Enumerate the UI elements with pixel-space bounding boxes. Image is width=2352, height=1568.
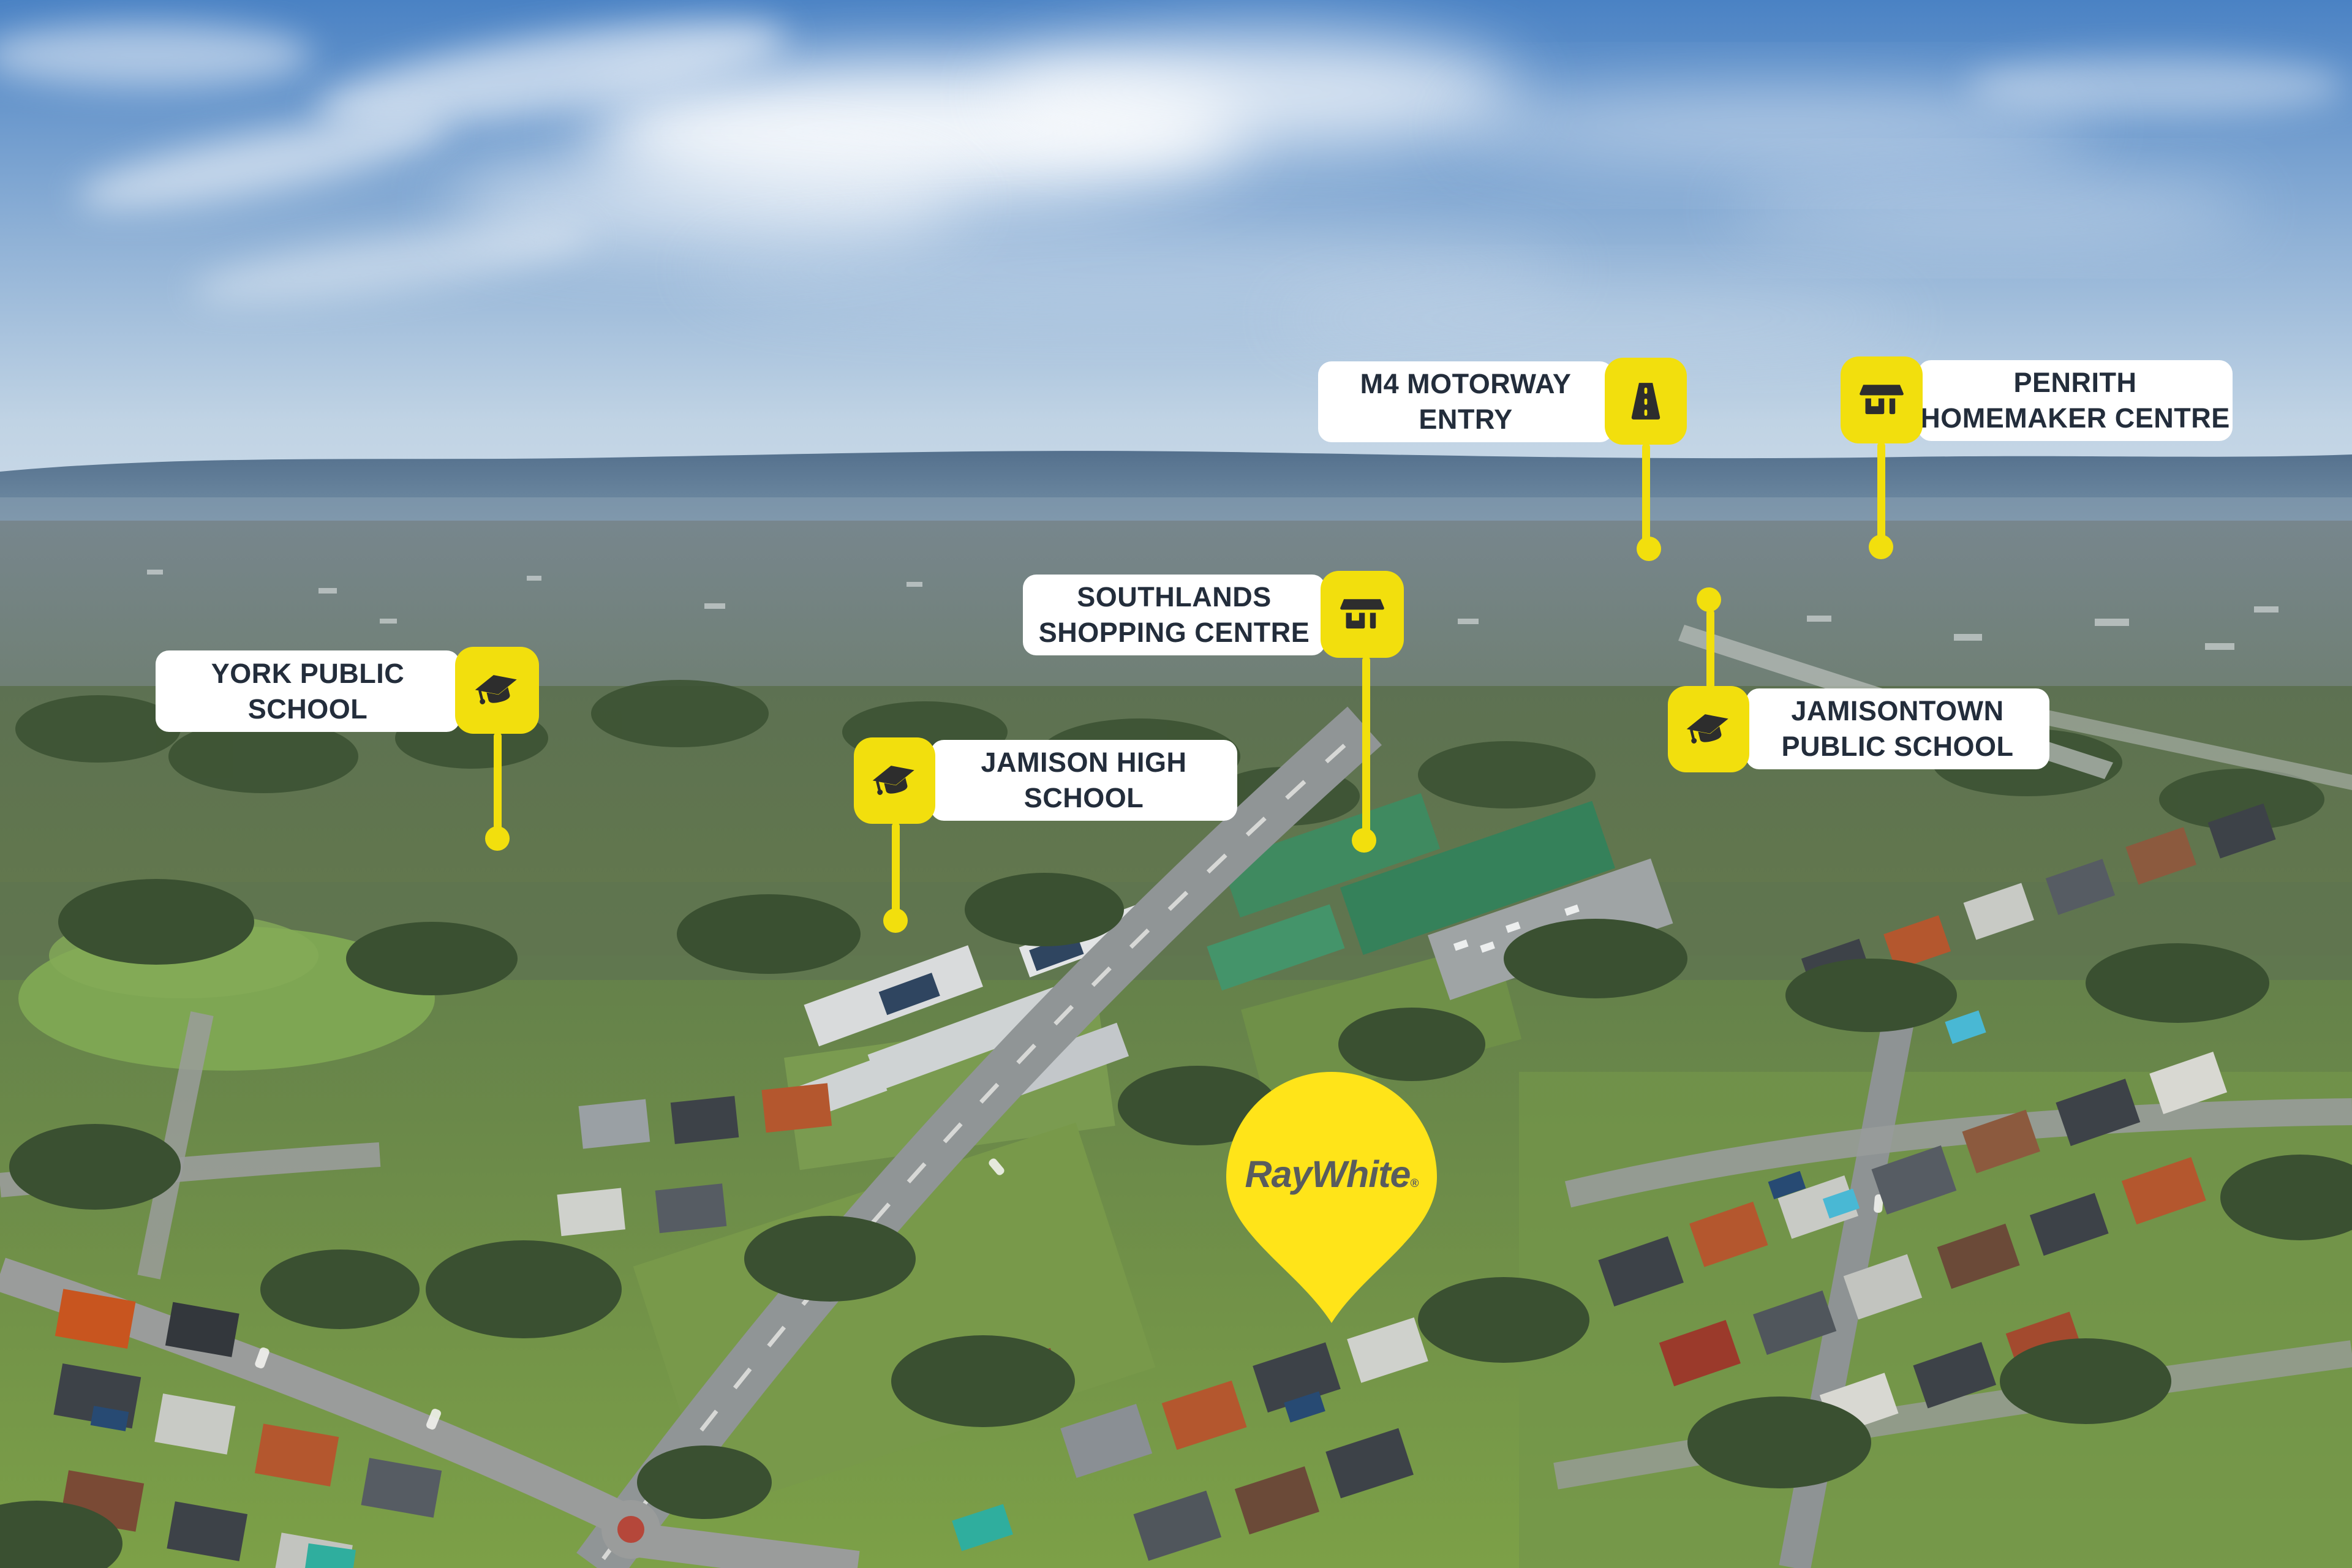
roundabout [617, 1516, 644, 1543]
clouds [0, 20, 2346, 352]
distant-suburbs [0, 521, 2352, 704]
raywhite-logo: RayWhite® [1225, 1153, 1438, 1196]
roads [0, 706, 2352, 1568]
map-pin-icon [1226, 1072, 1437, 1323]
raywhite-property-pin: RayWhite® [1225, 1071, 1438, 1324]
registered-trademark-icon: ® [1410, 1177, 1419, 1190]
trees [0, 873, 2352, 1568]
foreground-suburbs [0, 882, 2352, 1568]
raywhite-logo-text: RayWhite [1245, 1153, 1411, 1195]
